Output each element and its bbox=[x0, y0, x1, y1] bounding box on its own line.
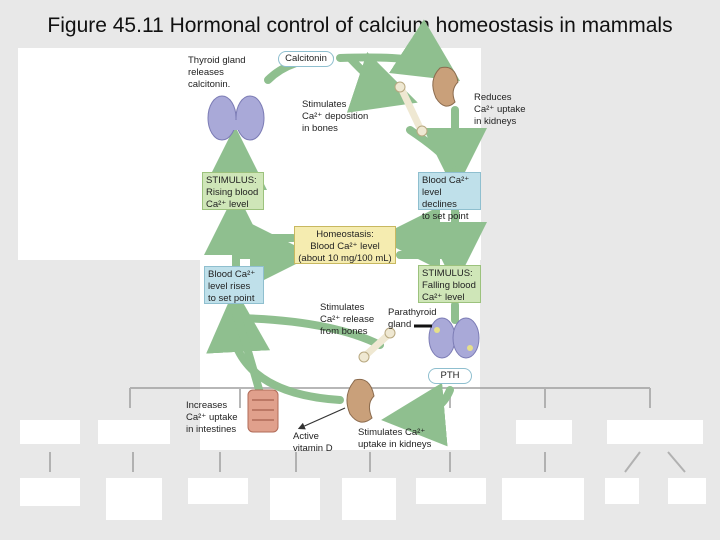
stimulus-rising-box: STIMULUS: Rising blood Ca²⁺ level bbox=[202, 172, 264, 210]
kidney-illustration-top bbox=[432, 66, 459, 107]
intestines-illustration bbox=[247, 389, 279, 433]
thyroid-gland-illustration bbox=[207, 95, 265, 141]
parathyroid-label: Parathyroid gland bbox=[388, 307, 437, 330]
arrows-lower-loop bbox=[206, 222, 487, 447]
bone-illustration-lower bbox=[358, 327, 396, 363]
pth-label: PTH bbox=[428, 368, 472, 384]
stimulus-falling-box: STIMULUS: Falling blood Ca²⁺ level bbox=[418, 265, 481, 303]
bone-illustration-top bbox=[394, 81, 428, 137]
increases-uptake-label: Increases Ca²⁺ uptake in intestines bbox=[186, 400, 238, 435]
page-title: Figure 45.11 Hormonal control of calcium… bbox=[47, 14, 673, 37]
thyroid-releases-label: Thyroid gland releases calcitonin. bbox=[188, 55, 246, 90]
homeostasis-box: Homeostasis: Blood Ca²⁺ level (about 10 … bbox=[294, 226, 396, 264]
stimulates-release-label: Stimulates Ca²⁺ release from bones bbox=[320, 302, 375, 337]
reduces-uptake-label: Reduces Ca²⁺ uptake in kidneys bbox=[474, 92, 526, 127]
kidney-illustration-lower bbox=[346, 378, 375, 423]
parathyroid-gland-illustration bbox=[428, 317, 480, 359]
blood-rises-box: Blood Ca²⁺ level rises to set point bbox=[204, 266, 264, 304]
stimulates-deposition-label: Stimulates Ca²⁺ deposition in bones bbox=[302, 99, 369, 134]
vitamin-d-arrow bbox=[297, 407, 346, 430]
blood-declines-box: Blood Ca²⁺ level declines to set point bbox=[418, 172, 481, 222]
calcitonin-label: Calcitonin bbox=[278, 51, 334, 67]
active-vitamin-d-label: Active vitamin D bbox=[293, 431, 333, 454]
stimulates-kidneys-label: Stimulates Ca²⁺ uptake in kidneys bbox=[358, 427, 432, 450]
